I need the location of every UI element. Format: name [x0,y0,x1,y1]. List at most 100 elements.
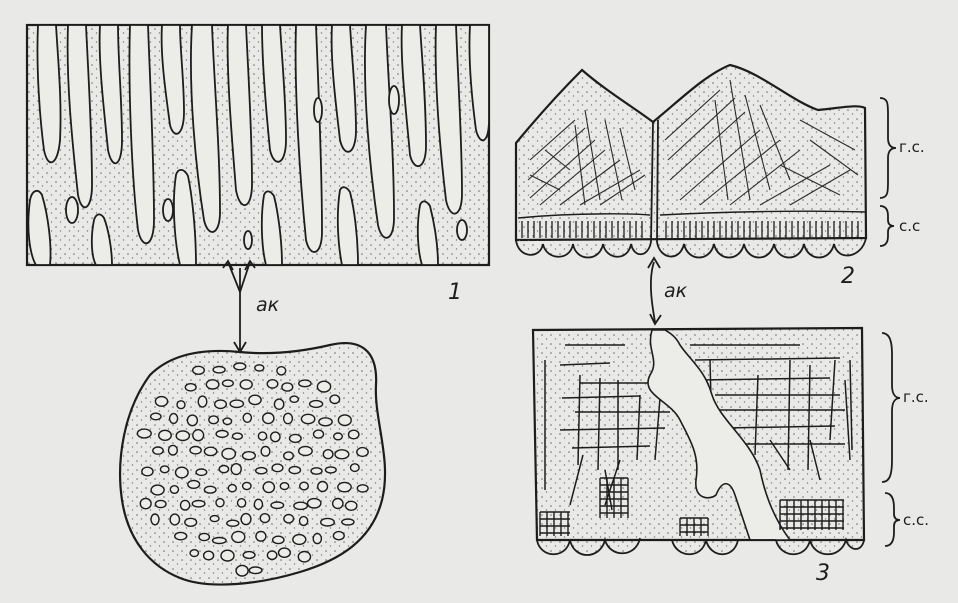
cell [198,396,207,407]
cell [256,532,266,542]
cell [301,414,314,423]
cell [155,500,166,507]
brace-ss-top [880,206,894,246]
cell [300,482,309,490]
cell [293,535,306,545]
cell [258,432,266,440]
cell [272,464,283,472]
cell [243,413,251,422]
cell [271,432,280,442]
arrow-ak-right [648,258,661,324]
cell [290,396,298,402]
cell [159,430,172,440]
cell [284,413,293,423]
cell [255,365,264,371]
cell [233,433,243,439]
cell [318,482,328,492]
cell [311,468,322,474]
cell [323,450,333,459]
cell [231,464,241,475]
cell [221,550,234,561]
cell [282,383,293,391]
cell [310,401,323,408]
cell [294,502,308,509]
cell [160,466,169,473]
label-gs-bottom: г.с. [903,390,929,405]
label-figure-3: 3 [816,563,830,585]
cell [238,499,246,507]
cell [190,447,201,454]
cell [308,499,321,508]
arrow-ak-left [223,261,255,352]
cell [175,532,187,539]
cell [267,380,278,388]
cell [241,514,251,525]
cell [277,367,286,375]
cell [155,397,167,407]
cell [181,500,190,510]
cell [199,533,209,540]
cell [227,520,239,526]
cross-section-blob [120,343,385,584]
cell [185,518,197,526]
cell [335,450,349,459]
cell [333,532,344,540]
panel-3-section [533,328,864,555]
label-ss-top: с.с [899,219,920,234]
cell [319,418,332,426]
cell [317,381,330,392]
cell [151,485,164,495]
panel-2-section [516,65,866,258]
cell [230,400,243,407]
cell [236,565,248,576]
cell [151,514,159,525]
cell [298,552,310,562]
cell [137,429,151,438]
cell [177,401,185,409]
cell [188,481,200,489]
cell [263,413,274,424]
cell [192,501,205,507]
cell [279,548,291,557]
cell [204,447,216,455]
cell [357,485,368,492]
cell [342,519,354,525]
cell [210,516,219,522]
label-ak-left: ак [256,296,279,315]
cell [234,363,246,370]
cell [280,483,288,490]
cell [351,464,360,472]
cell [204,486,216,493]
brace-ss-bottom [885,493,900,546]
cell [153,447,163,454]
cell [176,431,189,441]
cell [223,418,231,424]
cell [249,567,262,574]
cell [256,468,267,474]
cell [193,366,205,374]
cell [254,499,262,509]
cell [261,447,270,457]
cell [170,514,179,525]
cell [206,380,219,389]
cell [325,467,336,473]
cell [289,467,300,474]
cell [213,538,227,544]
cell [284,515,294,523]
cell [260,514,269,523]
cell [330,395,340,403]
cell [267,551,276,559]
cell [204,551,214,560]
cell [222,448,235,459]
cell [243,452,256,460]
label-ss-bottom: с.с. [903,513,929,528]
cell [299,447,313,456]
cell [299,380,311,387]
cell [232,531,245,542]
cell [249,395,261,404]
panel-1-longitudinal-section [27,25,489,265]
cell [185,384,196,391]
cell [274,399,283,409]
